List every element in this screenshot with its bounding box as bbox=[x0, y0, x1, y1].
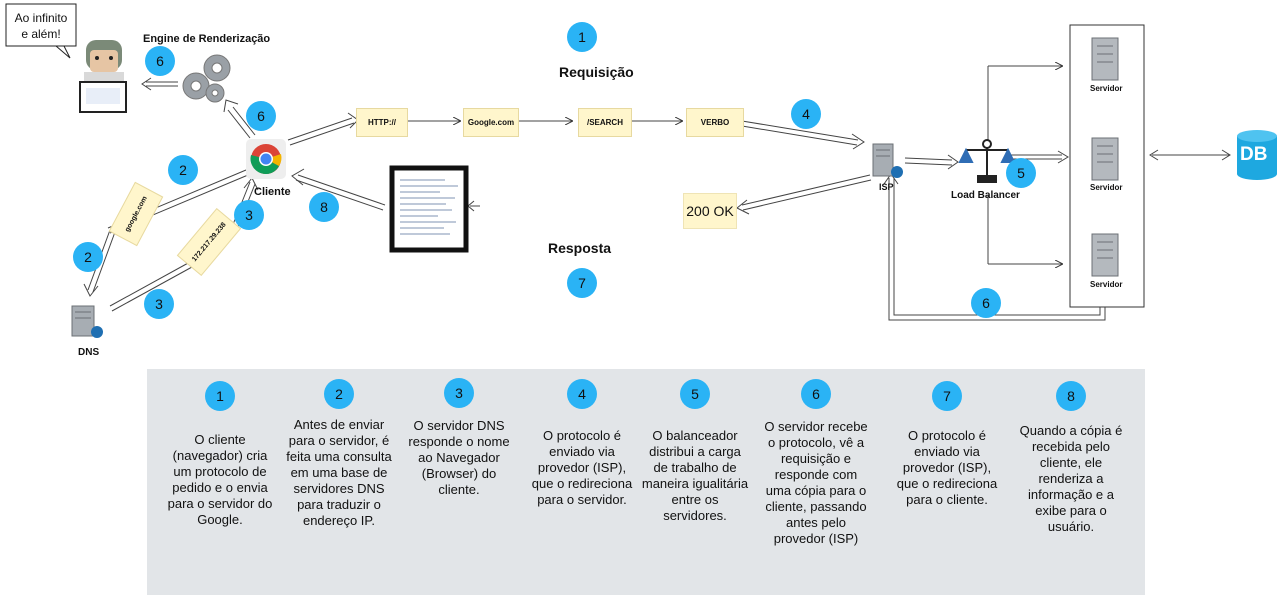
server-tower-icon-1 bbox=[1091, 37, 1119, 81]
step-5: 5 O balanceador distribui a carga de tra… bbox=[641, 379, 749, 524]
gears-icon bbox=[182, 54, 231, 103]
step-7-badge: 7 bbox=[932, 381, 962, 411]
db-label: DB bbox=[1240, 144, 1268, 165]
chrome-logo-icon bbox=[246, 139, 286, 179]
steps-panel: 1 O cliente (navegador) cria um protocol… bbox=[147, 369, 1145, 595]
step-3: 3 O servidor DNS responde o nome ao Nave… bbox=[405, 378, 513, 498]
arrow-isp-ok bbox=[741, 174, 871, 206]
badge-3a: 3 bbox=[234, 200, 264, 230]
badge-7: 7 bbox=[567, 268, 597, 298]
step-4: 4 O protocolo é enviado via provedor (IS… bbox=[528, 379, 636, 508]
isp-label: ISP bbox=[879, 182, 894, 192]
speech-bubble bbox=[5, 3, 77, 59]
step-1-badge: 1 bbox=[205, 381, 235, 411]
step-3-text: O servidor DNS responde o nome ao Navega… bbox=[408, 418, 510, 497]
diagram-canvas bbox=[5, 3, 1277, 338]
dns-server-icon bbox=[71, 305, 103, 338]
step-3-badge: 3 bbox=[444, 378, 474, 408]
badge-6c: 6 bbox=[971, 288, 1001, 318]
note-search: /SEARCH bbox=[578, 108, 632, 137]
badge-6a: 6 bbox=[145, 46, 175, 76]
badge-2b: 2 bbox=[73, 242, 103, 272]
note-verbo: VERBO bbox=[686, 108, 744, 137]
isp-server-icon bbox=[872, 143, 903, 178]
step-6: 6 O servidor recebe o protocolo, vê a re… bbox=[762, 379, 870, 547]
badge-2a: 2 bbox=[168, 155, 198, 185]
step-1-text: O cliente (navegador) cria um protocolo … bbox=[167, 432, 273, 527]
page-screenshot-thumbnail bbox=[389, 165, 469, 253]
load-balancer-label: Load Balancer bbox=[951, 190, 1020, 201]
step-4-text: O protocolo é enviado via provedor (ISP)… bbox=[531, 428, 633, 507]
step-4-badge: 4 bbox=[567, 379, 597, 409]
step-5-badge: 5 bbox=[680, 379, 710, 409]
badge-8: 8 bbox=[309, 192, 339, 222]
step-5-text: O balanceador distribui a carga de traba… bbox=[641, 428, 749, 523]
server-tower-icon-3 bbox=[1091, 233, 1119, 277]
arrow-cliente-http bbox=[287, 117, 353, 141]
server-label-3: Servidor bbox=[1090, 280, 1123, 289]
server-label-2: Servidor bbox=[1090, 183, 1123, 192]
step-7: 7 O protocolo é enviado via provedor (IS… bbox=[893, 381, 1001, 508]
step-2: 2 Antes de enviar para o servidor, é fei… bbox=[285, 379, 393, 529]
load-balancer-scale-icon bbox=[958, 139, 1016, 183]
requisicao-label: Requisição bbox=[559, 64, 634, 80]
badge-1: 1 bbox=[567, 22, 597, 52]
cliente-label: Cliente bbox=[254, 186, 291, 198]
speech-bubble-text: Ao infinito e além! bbox=[14, 11, 68, 41]
badge-4: 4 bbox=[791, 99, 821, 129]
user-figure-icon bbox=[79, 40, 127, 113]
server-tower-icon-2 bbox=[1091, 137, 1119, 181]
badge-3b: 3 bbox=[144, 289, 174, 319]
render-engine-label: Engine de Renderização bbox=[143, 33, 271, 45]
note-google: Google.com bbox=[463, 108, 519, 137]
step-6-text: O servidor recebe o protocolo, vê a requ… bbox=[764, 419, 868, 546]
step-6-badge: 6 bbox=[801, 379, 831, 409]
server-label-1: Servidor bbox=[1090, 84, 1123, 93]
note-http: HTTP:// bbox=[356, 108, 408, 137]
arrow-verbo-isp bbox=[741, 120, 859, 141]
badge-6b: 6 bbox=[246, 101, 276, 131]
step-1: 1 O cliente (navegador) cria um protocol… bbox=[166, 381, 274, 528]
database-icon bbox=[1237, 130, 1277, 180]
step-8-text: Quando a cópia é recebida pelo cliente, … bbox=[1019, 423, 1123, 534]
step-2-badge: 2 bbox=[324, 379, 354, 409]
step-2-text: Antes de enviar para o servidor, é feita… bbox=[286, 417, 392, 528]
dns-label: DNS bbox=[78, 347, 100, 358]
step-7-text: O protocolo é enviado via provedor (ISP)… bbox=[896, 428, 998, 507]
resposta-label: Resposta bbox=[548, 240, 612, 256]
step-8-badge: 8 bbox=[1056, 381, 1086, 411]
step-8: 8 Quando a cópia é recebida pelo cliente… bbox=[1017, 381, 1125, 535]
badge-5: 5 bbox=[1006, 158, 1036, 188]
ok-response-box: 200 OK bbox=[683, 193, 737, 229]
